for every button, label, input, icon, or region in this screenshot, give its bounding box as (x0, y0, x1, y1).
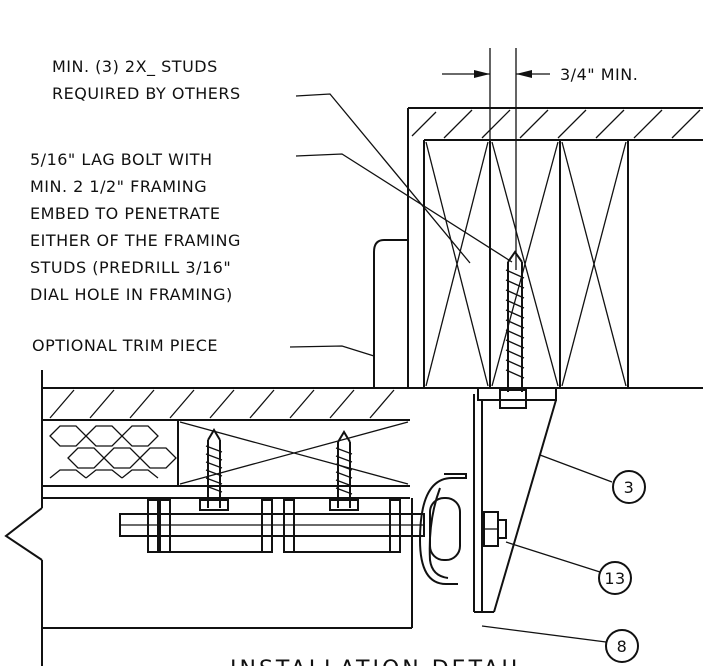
bracket-gusset (493, 399, 557, 613)
stud-cross-lines (425, 141, 627, 387)
lower-stud-cross (179, 421, 409, 485)
lag-bolt-note-line-6: DIAL HOLE IN FRAMING) (30, 285, 233, 304)
lag-bolt-leader (295, 153, 513, 263)
lower-wall-section (42, 387, 413, 629)
hook-clip (418, 473, 467, 585)
lag-bolt-note-line-1: 5/16" LAG BOLT WITH (30, 150, 213, 169)
rail-post-3 (261, 499, 273, 553)
callout-8-leader (481, 625, 607, 643)
bolt-end (498, 519, 507, 539)
lower-screws (199, 428, 359, 511)
rail-post-4 (283, 499, 295, 553)
insulation-hexagons (49, 425, 177, 479)
rail-post-1 (147, 499, 159, 553)
rail-assembly (119, 499, 425, 553)
dimension-arrow-right (516, 70, 532, 78)
sheathing-hatch (49, 389, 395, 419)
rail-post-5 (389, 499, 401, 553)
callout-3-leader (539, 454, 613, 483)
drawing-title: INSTALLATION DETAIL (230, 657, 526, 666)
studs-leader (295, 93, 471, 264)
break-symbol (4, 507, 43, 561)
bracket-flange (477, 387, 557, 401)
callout-3: 3 (612, 470, 646, 504)
hook-inner (428, 487, 449, 579)
lag-bolt-note-line-4: EITHER OF THE FRAMING (30, 231, 241, 250)
bracket (473, 387, 557, 613)
studs-note: MIN. (3) 2X_ STUDS REQUIRED BY OTHERS (52, 57, 241, 103)
lag-bolt-tip (507, 250, 523, 263)
callout-13-label: 13 (604, 569, 625, 588)
studs-note-line-2: REQUIRED BY OTHERS (52, 84, 241, 103)
lag-bolt-note-line-2: MIN. 2 1/2" FRAMING (30, 177, 207, 196)
lag-bolt-note: 5/16" LAG BOLT WITH MIN. 2 1/2" FRAMING … (30, 150, 241, 304)
trim-note: OPTIONAL TRIM PIECE (32, 336, 218, 355)
trim-piece (373, 239, 408, 388)
rail-post-2 (159, 499, 171, 553)
dimension-arrow-left (474, 70, 490, 78)
top-plate-hatch (411, 109, 701, 139)
lag-bolt-note-line-3: EMBED TO PENETRATE (30, 204, 221, 223)
trim-leader (289, 345, 375, 357)
lag-bolt-threads (505, 269, 525, 379)
clearance-note: 3/4" MIN. (560, 65, 638, 84)
studs-note-line-1: MIN. (3) 2X_ STUDS (52, 57, 218, 77)
callout-13: 13 (598, 561, 632, 595)
hook-outline (418, 473, 467, 585)
callout-13-leader (505, 541, 601, 573)
screw-1 (199, 428, 229, 511)
callout-3-label: 3 (624, 478, 635, 497)
stud-framing (372, 107, 703, 389)
callout-8-label: 8 (617, 637, 628, 656)
lag-bolt-note-line-5: STUDS (PREDRILL 3/16" (30, 258, 231, 277)
screw-2 (329, 430, 359, 511)
bolt-head (499, 389, 527, 409)
callout-8: 8 (605, 629, 639, 663)
lag-bolt (505, 250, 525, 392)
